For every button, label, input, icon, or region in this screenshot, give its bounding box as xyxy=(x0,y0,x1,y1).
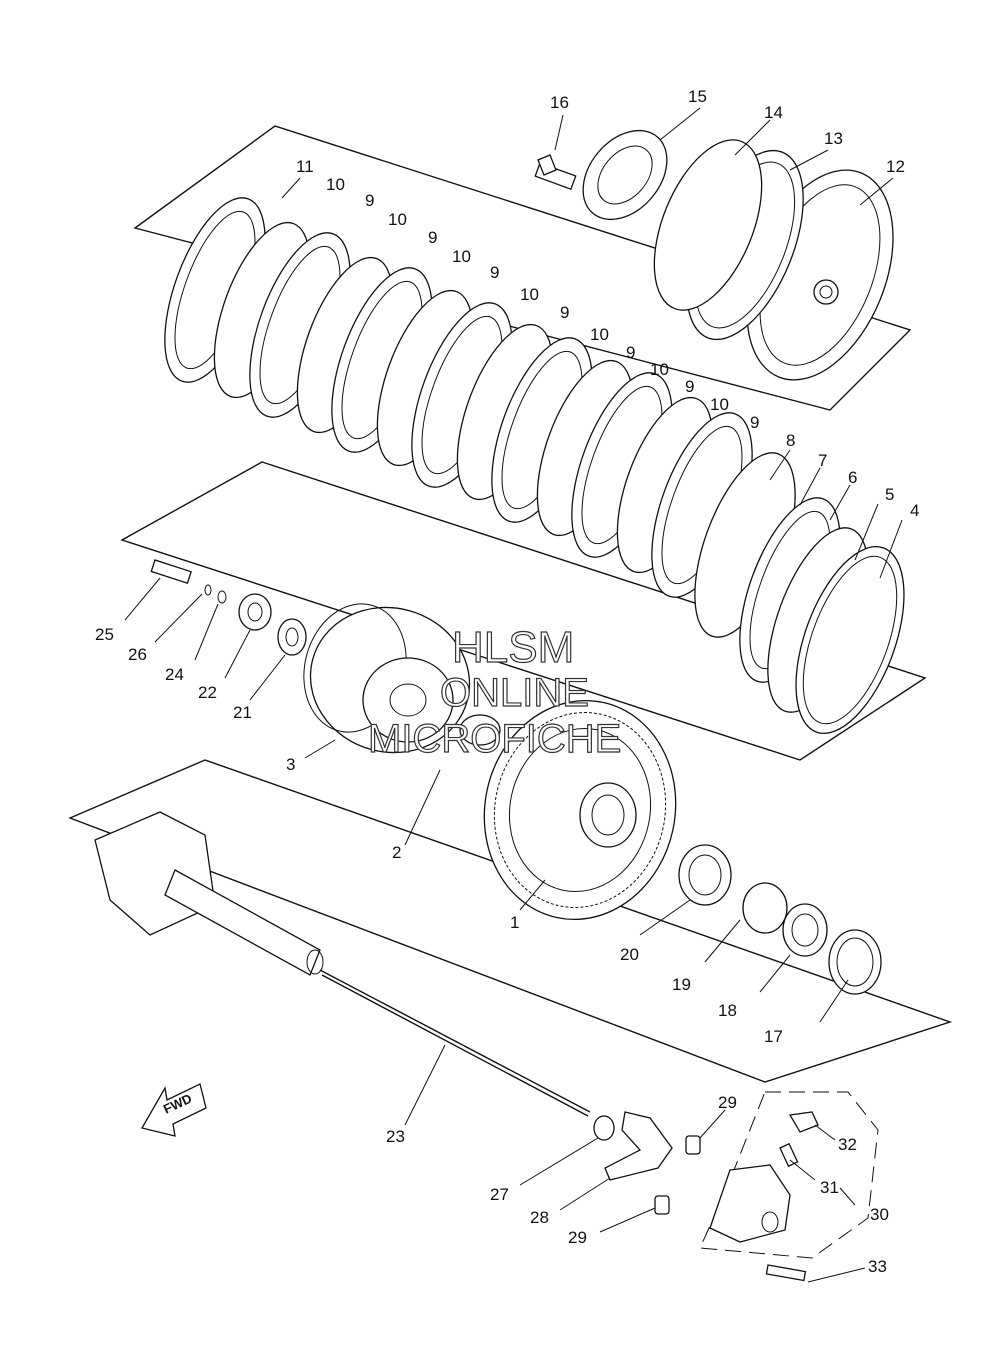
callout-13: 13 xyxy=(824,129,843,148)
bearing-18 xyxy=(782,903,828,957)
callout-6: 6 xyxy=(848,468,857,487)
callout-28: 28 xyxy=(530,1208,549,1227)
o-ring-24 xyxy=(217,590,227,604)
callout-29-lower: 29 xyxy=(568,1228,587,1247)
clutch-spring-plate xyxy=(582,129,668,221)
callout-16: 16 xyxy=(550,93,569,112)
spacer-19 xyxy=(742,882,788,934)
needle-bearing-20 xyxy=(678,844,732,906)
callout-10f: 10 xyxy=(650,360,669,379)
bearing-set xyxy=(678,844,882,995)
callout-10d: 10 xyxy=(520,285,539,304)
callout-1: 1 xyxy=(510,913,519,932)
clutch-boss xyxy=(303,603,501,754)
callout-14: 14 xyxy=(764,103,783,122)
callout-10g: 10 xyxy=(710,395,729,414)
bolt-25 xyxy=(150,559,192,584)
callout-15: 15 xyxy=(688,87,707,106)
callout-19: 19 xyxy=(672,975,691,994)
nut-washer-set xyxy=(150,559,307,656)
callout-24: 24 xyxy=(165,665,184,684)
callout-4: 4 xyxy=(910,501,919,520)
callout-3: 3 xyxy=(286,755,295,774)
callout-17: 17 xyxy=(764,1027,783,1046)
callout-33: 33 xyxy=(868,1257,887,1276)
callout-11: 11 xyxy=(296,157,314,176)
callout-26: 26 xyxy=(128,645,147,664)
upper-plates-group-box xyxy=(133,125,912,411)
bushing-27 xyxy=(593,1115,615,1141)
washer-21 xyxy=(277,618,307,656)
callout-8: 8 xyxy=(786,431,795,450)
callout-7: 7 xyxy=(818,451,827,470)
o-ring-26 xyxy=(204,584,212,596)
forward-direction-arrow: FWD xyxy=(141,1083,207,1137)
callout-21: 21 xyxy=(233,703,252,722)
callout-10a: 10 xyxy=(326,175,345,194)
main-axle xyxy=(94,811,324,976)
callout-27: 27 xyxy=(490,1185,509,1204)
callout-9d: 9 xyxy=(560,303,569,322)
callout-31: 31 xyxy=(820,1178,839,1197)
master-cylinder-group-box xyxy=(699,1091,879,1259)
lever-28 xyxy=(604,1111,673,1181)
pin-29-upper xyxy=(685,1135,701,1155)
watermark-line-2: ONLINE xyxy=(440,671,589,715)
bolt-16-head xyxy=(537,154,557,176)
pressure-plate-assembly xyxy=(534,129,894,381)
lower-shaft-group-box xyxy=(68,759,953,1083)
callout-10e: 10 xyxy=(590,325,609,344)
callout-2: 2 xyxy=(392,843,401,862)
callout-9c: 9 xyxy=(490,263,499,282)
callout-32: 32 xyxy=(838,1135,857,1154)
callout-20: 20 xyxy=(620,945,639,964)
nut-22 xyxy=(238,593,272,631)
watermark-line-1: HLSM xyxy=(452,623,574,672)
callout-9b: 9 xyxy=(428,228,437,247)
callout-29-upper: 29 xyxy=(718,1093,737,1112)
callout-9e: 9 xyxy=(626,343,635,362)
bleed-screw-31 xyxy=(779,1142,799,1167)
push-rod-23 xyxy=(319,969,591,1113)
watermark: HLSM ONLINE MICROFICHE xyxy=(367,622,622,761)
cap-32 xyxy=(788,1111,819,1133)
callout-10b: 10 xyxy=(388,210,407,229)
callout-30: 30 xyxy=(870,1205,889,1224)
callout-18: 18 xyxy=(718,1001,737,1020)
watermark-line-3: MICROFICHE xyxy=(368,717,621,761)
retaining-plate xyxy=(653,139,763,311)
middle-group-box xyxy=(120,461,927,761)
callout-23: 23 xyxy=(386,1127,405,1146)
pin-29-lower xyxy=(654,1195,670,1215)
callout-9f: 9 xyxy=(685,377,694,396)
bolt-33 xyxy=(765,1264,807,1282)
clutch-release-cylinder xyxy=(709,1111,819,1282)
callout-22: 22 xyxy=(198,683,217,702)
callout-10c: 10 xyxy=(452,247,471,266)
washer-2 xyxy=(459,714,501,746)
primary-driven-gear xyxy=(483,699,677,921)
leader-lines xyxy=(124,107,903,1283)
callout-labels: 1 2 3 4 5 6 7 8 9 9 9 9 9 9 9 10 10 10 1… xyxy=(95,87,919,1276)
callout-12: 12 xyxy=(886,157,905,176)
callout-9a: 9 xyxy=(365,191,374,210)
clutch-plate-stack xyxy=(164,197,905,735)
callout-5: 5 xyxy=(885,485,894,504)
callout-25: 25 xyxy=(95,625,114,644)
callout-9g: 9 xyxy=(750,413,759,432)
